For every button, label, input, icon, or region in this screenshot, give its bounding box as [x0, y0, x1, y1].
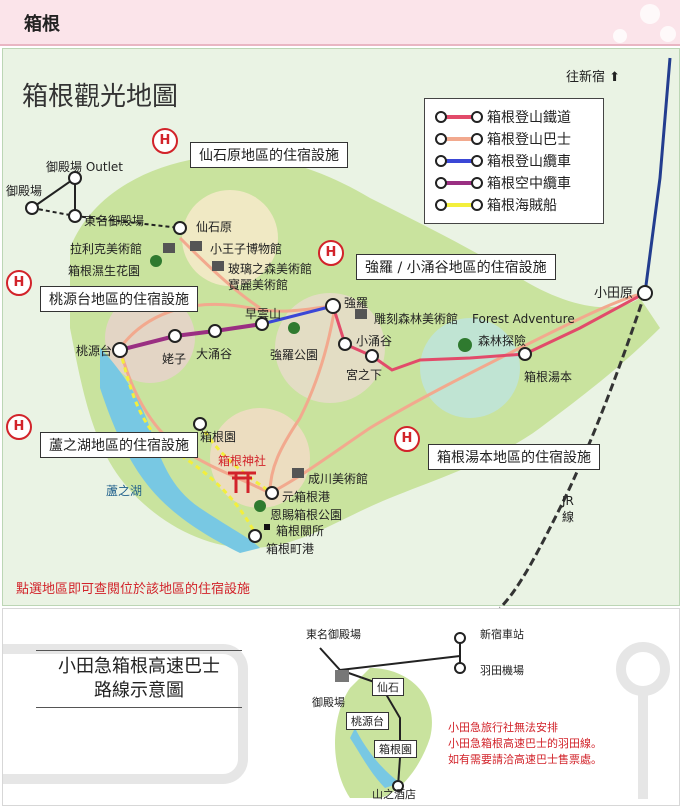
bus-note: 小田急旅行社無法安排 小田急箱根高速巴士的羽田線。 如有需要請洽高速巴士售票處。 — [448, 721, 602, 766]
bus-route-diagram — [319, 632, 466, 798]
jr-line — [498, 292, 647, 608]
railway-line — [331, 291, 646, 372]
cablecar-line — [261, 304, 334, 326]
bus-map-title: 小田急箱根高速巴士 路線示意圖 — [36, 650, 242, 708]
label-lalique: 拉利克美術館 — [70, 242, 143, 256]
legend-item-railway: 箱根登山鐵道 — [435, 107, 571, 127]
callout-yumoto[interactable]: 箱根湯本地區的住宿設施 — [428, 444, 600, 470]
map-canvas — [25, 57, 672, 608]
bus-stop-togendai: 桃源台 — [346, 712, 389, 730]
label-narukawa: 成川美術館 — [308, 472, 369, 486]
legend-item-cablecar: 箱根登山纜車 — [435, 151, 571, 171]
checkpoint-marker — [264, 524, 270, 530]
label-forest-adventure: Forest Adventure — [472, 312, 575, 326]
label-hakone-open-air: 雕刻森林美術館 — [374, 312, 459, 326]
bus-stop-higashi-gotemba: 東名御殿場 — [306, 628, 361, 641]
label-forest-adventure-cn: 森林探險 — [478, 334, 527, 348]
tree-icon — [150, 255, 472, 512]
label-hakonemachi: 箱根町港 — [266, 542, 315, 556]
label-sengokuhara: 仙石原 — [196, 220, 233, 234]
label-hakone-en: 箱根園 — [200, 430, 237, 444]
bus-stop-gotemba: 御殿場 — [312, 696, 345, 709]
hotel-badge-icon: H — [152, 128, 178, 154]
map-note: 點選地區即可查閱位於該地區的住宿設施 — [16, 582, 251, 597]
hotel-badge-icon: H — [6, 414, 32, 440]
page-header: 箱根 — [0, 0, 680, 46]
legend-item-bus: 箱根登山巴士 — [435, 129, 571, 149]
gora-area[interactable] — [275, 293, 385, 403]
bus-stop-hakone-en: 箱根園 — [374, 740, 417, 758]
route-legend: 箱根登山鐵道 箱根登山巴士 箱根登山纜車 箱根空中纜車 箱根海賊船 — [424, 98, 604, 224]
label-hakone-shrine: 箱根神社 — [218, 454, 267, 468]
flower-decoration-icon — [613, 4, 676, 43]
hotel-badge-icon: H — [394, 426, 420, 452]
museum-icon — [163, 241, 367, 478]
callout-togendai[interactable]: 桃源台地區的住宿設施 — [40, 286, 198, 312]
label-owakudani: 大涌谷 — [196, 347, 233, 361]
legend-item-ropeway: 箱根空中纜車 — [435, 173, 571, 193]
ropeway-line — [119, 322, 263, 352]
bus-route-land — [335, 668, 432, 798]
bus-route-lake — [350, 728, 400, 788]
bus-stop-shinjuku: 新宿車站 — [480, 628, 524, 641]
map-title: 箱根觀光地圖 — [22, 82, 179, 112]
label-togendai: 桃源台 — [76, 344, 113, 358]
bus-stop-haneda: 羽田機場 — [480, 664, 524, 677]
label-ubako: 姥子 — [162, 352, 187, 366]
page-title: 箱根 — [24, 14, 60, 35]
bus-routes — [118, 236, 646, 495]
label-jr-line: JR線 — [562, 494, 575, 524]
north-label: 往新宿 ⬆ — [566, 70, 621, 85]
label-kowakudani: 小涌谷 — [356, 334, 393, 348]
label-little-prince: 小王子博物館 — [210, 242, 283, 256]
callout-gora[interactable]: 強羅 / 小涌谷地區的住宿設施 — [356, 254, 556, 280]
label-gotemba: 御殿場 — [6, 184, 43, 198]
bus-stop-yamanochaya: 山之酒店 — [372, 788, 416, 801]
stations[interactable] — [25, 171, 653, 543]
hotel-badge-icon: H — [6, 270, 32, 296]
label-onshi-park: 恩賜箱根公園 — [270, 508, 343, 522]
odakyu-line — [643, 57, 672, 294]
label-gora-park: 強羅公園 — [270, 348, 319, 362]
label-wetland: 箱根濕生花園 — [68, 264, 141, 278]
callout-ashinoko[interactable]: 蘆之湖地區的住宿設施 — [40, 432, 198, 458]
label-checkpoint: 箱根關所 — [276, 524, 325, 538]
togendai-area[interactable] — [105, 293, 195, 383]
callout-sengokuhara[interactable]: 仙石原地區的住宿設施 — [190, 142, 348, 168]
label-sounzan: 早雲山 — [245, 307, 282, 321]
label-odawara: 小田原 — [594, 286, 634, 301]
label-yumoto: 箱根湯本 — [524, 370, 573, 384]
legend-item-pirate-ship: 箱根海賊船 — [435, 195, 557, 215]
label-gotemba-outlet: 御殿場 Outlet — [46, 160, 123, 174]
label-higashi-gotemba: 東名御殿場 — [84, 214, 145, 228]
hotel-badge-icon: H — [318, 240, 344, 266]
yumoto-area[interactable] — [420, 318, 520, 418]
bus-outline-decoration — [3, 642, 670, 799]
bus-stop-sengokuhara: 仙石 — [372, 678, 404, 696]
label-motohakone: 元箱根港 — [282, 490, 331, 504]
label-gora: 強羅 — [344, 296, 369, 310]
label-miyanoshita: 宮之下 — [346, 368, 383, 382]
label-pola: 寶麗美術館 — [228, 278, 289, 292]
torii-icon — [228, 471, 256, 493]
label-glass-forest: 玻璃之森美術館 — [228, 262, 313, 276]
label-lake: 蘆之湖 — [106, 484, 143, 498]
